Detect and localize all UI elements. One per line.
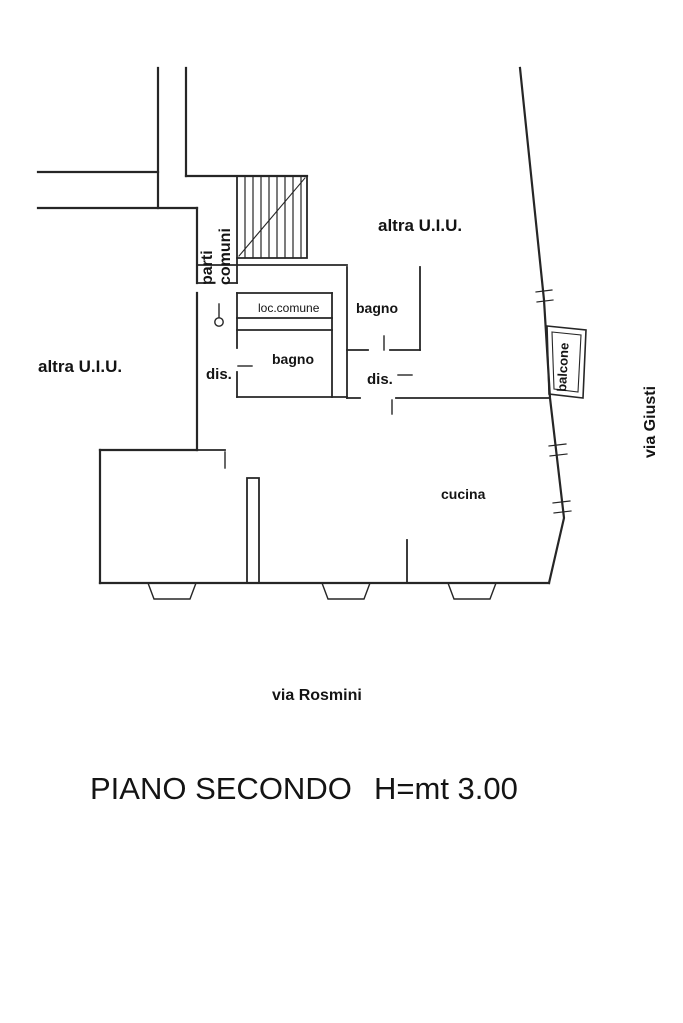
label-loc-comune: loc.comune — [258, 301, 320, 315]
window-sill — [447, 582, 497, 600]
balcony-outer — [546, 325, 587, 399]
stair-diagonal — [238, 177, 306, 257]
label-dis-right: dis. — [367, 371, 393, 388]
caption-floor: PIANO SECONDO — [90, 771, 352, 806]
label-parti-comuni-line1: parti — [199, 250, 216, 285]
outer-walls — [36, 66, 566, 585]
label-balcone: balcone — [554, 342, 572, 392]
label-altra-uiu-top: altra U.I.U. — [378, 216, 462, 235]
label-cucina: cucina — [441, 486, 486, 502]
label-dis-left: dis. — [206, 366, 232, 383]
window-tick — [548, 443, 568, 457]
window-tick — [552, 500, 572, 514]
windows — [147, 582, 497, 600]
entry-door-symbol-knob — [214, 317, 224, 327]
window-sill — [321, 582, 371, 600]
partition-double-wall — [246, 477, 260, 584]
stair-outline — [236, 175, 308, 259]
window-sill — [147, 582, 197, 600]
balcony-inner — [551, 331, 582, 393]
label-parti-comuni-line2: comuni — [217, 228, 234, 285]
label-bagno-lower: bagno — [272, 351, 314, 367]
label-bagno-upper: bagno — [356, 300, 398, 316]
right-wall-window-ticks — [535, 289, 572, 514]
door-marks — [214, 303, 413, 469]
loc-comune-walls — [236, 292, 333, 319]
balcony — [546, 325, 587, 399]
staircase — [236, 175, 308, 259]
caption-height: H=mt 3.00 — [374, 771, 518, 806]
window-tick — [535, 289, 554, 303]
interior-walls — [196, 257, 551, 584]
street-label-via-rosmini: via Rosmini — [272, 687, 362, 704]
stair-treads — [244, 175, 302, 259]
label-altra-uiu-left: altra U.I.U. — [38, 357, 122, 376]
slanted-right-wall — [518, 66, 566, 585]
street-label-via-giusti: via Giusti — [642, 386, 659, 458]
